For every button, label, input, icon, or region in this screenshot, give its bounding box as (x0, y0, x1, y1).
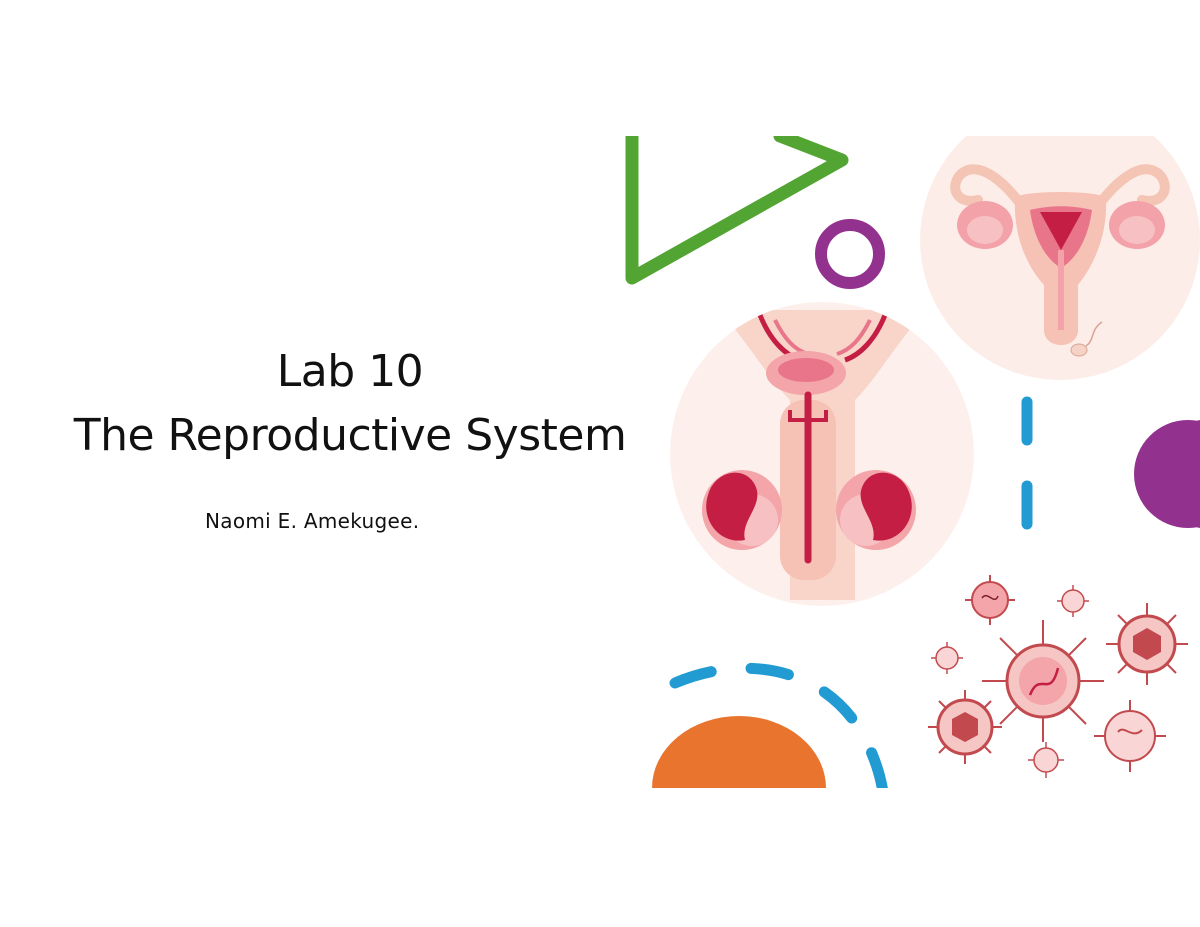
title-line-2: The Reproductive System (73, 410, 627, 461)
purple-half-disc (1134, 420, 1200, 528)
female-reproductive-illustration (920, 136, 1200, 380)
orange-semicircle-shape (652, 716, 826, 788)
green-chevron-shape (625, 136, 849, 285)
blue-dashed-arc-shape (669, 662, 888, 788)
title-line-1: Lab 10 (276, 346, 424, 397)
male-reproductive-illustration (670, 302, 974, 606)
virus-cluster-illustration (928, 575, 1188, 778)
author-name: Naomi E. Amekugee. (205, 509, 420, 533)
purple-ring-shape (815, 219, 885, 289)
slide-title: Lab 10 The Reproductive System (20, 340, 680, 468)
